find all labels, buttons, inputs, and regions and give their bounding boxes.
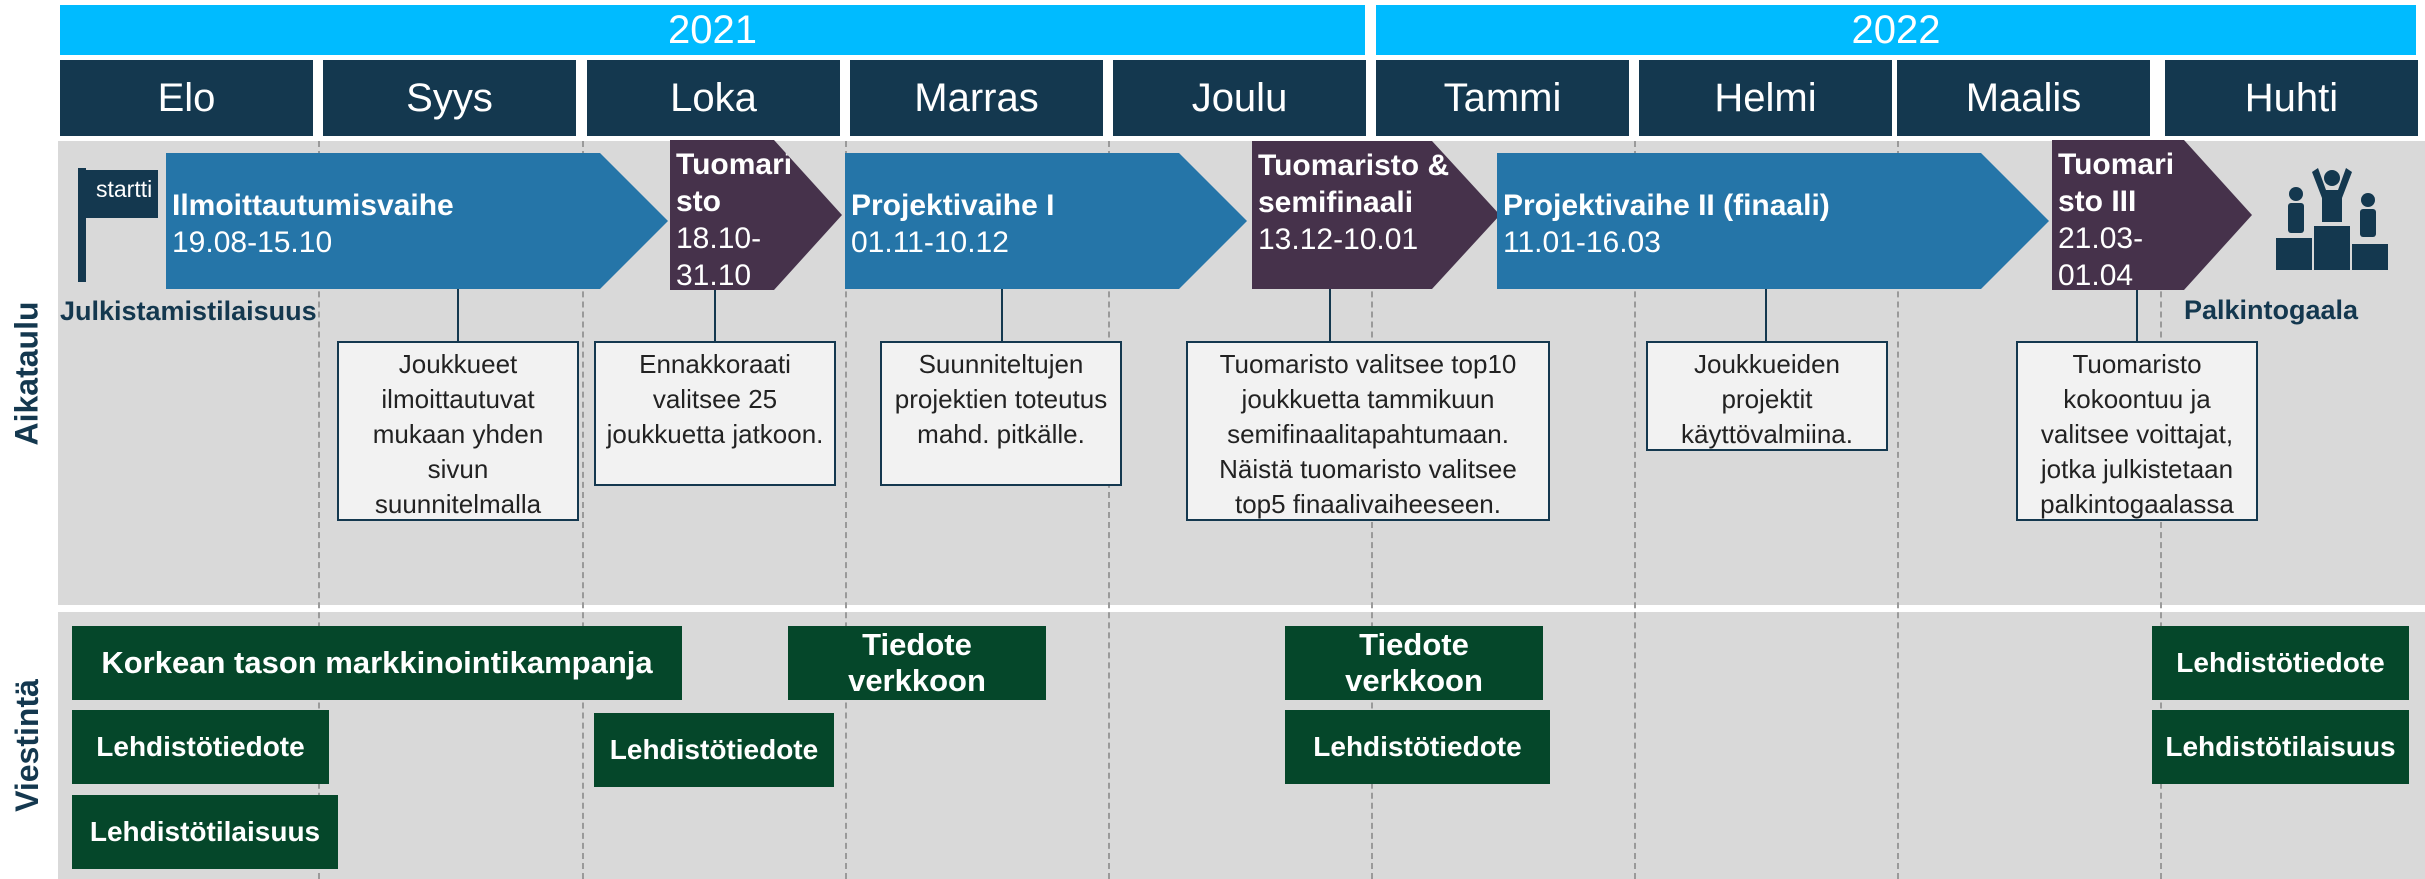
web-release-box: Tiedote verkkoon bbox=[1285, 626, 1543, 700]
phase-note: Ennakkoraati valitsee 25 joukkuetta jatk… bbox=[594, 341, 836, 486]
flag-label: startti bbox=[96, 176, 153, 202]
phase-note: Tuomaristo valitsee top10 joukkuetta tam… bbox=[1186, 341, 1550, 521]
connector-line bbox=[1001, 289, 1003, 341]
podium-icon bbox=[2272, 164, 2392, 276]
flag-icon bbox=[76, 166, 161, 284]
month-header: Helmi bbox=[1639, 60, 1892, 136]
connector-line bbox=[457, 289, 459, 341]
phase-dates: 18.10-31.10 bbox=[676, 222, 762, 292]
phase-title: Ilmoittautumisvaihe bbox=[172, 189, 454, 222]
phase-title: Tuomari sto bbox=[676, 148, 793, 218]
year-2022-header: 2022 bbox=[1376, 5, 2416, 55]
row-label-schedule: Aikataulu bbox=[9, 300, 45, 446]
press-conference-box: Lehdistötilaisuus bbox=[72, 795, 338, 869]
phase-title: Tuomari sto III bbox=[2058, 148, 2175, 218]
phase-dates: 11.01-16.03 bbox=[1503, 226, 1661, 259]
connector-line bbox=[714, 290, 716, 341]
month-divider bbox=[318, 141, 320, 879]
month-divider bbox=[1897, 141, 1899, 879]
month-divider bbox=[1108, 141, 1110, 879]
phase-note: Joukkueiden projektit käyttövalmiina. bbox=[1646, 341, 1888, 451]
month-header: Maalis bbox=[1897, 60, 2150, 136]
month-header: Loka bbox=[587, 60, 840, 136]
phase-dates: 13.12-10.01 bbox=[1258, 223, 1419, 256]
phase-dates: 21.03-01.04 bbox=[2058, 222, 2144, 292]
connector-line bbox=[2136, 290, 2138, 341]
press-release-box: Lehdistötiedote bbox=[1285, 710, 1550, 784]
connector-line bbox=[1329, 289, 1331, 341]
press-release-box: Lehdistötiedote bbox=[72, 710, 329, 784]
phase-registration: Ilmoittautumisvaihe 19.08-15.10 bbox=[166, 153, 668, 289]
phase-title: Projektivaihe I bbox=[851, 189, 1055, 222]
web-release-box: Tiedote verkkoon bbox=[788, 626, 1046, 700]
month-header: Huhti bbox=[2165, 60, 2418, 136]
month-header: Syys bbox=[323, 60, 576, 136]
connector-line bbox=[1765, 289, 1767, 341]
press-release-box: Lehdistötiedote bbox=[594, 713, 834, 787]
row-label-communication: Viestintä bbox=[9, 679, 46, 812]
month-header: Elo bbox=[60, 60, 313, 136]
press-release-box: Lehdistötiedote bbox=[2152, 626, 2409, 700]
phase-jury-3: Tuomari sto III 21.03-01.04 bbox=[2052, 140, 2252, 290]
phase-note: Suunniteltujen projektien toteutus mahd.… bbox=[880, 341, 1122, 486]
launch-event-caption: Julkistamistilaisuus bbox=[60, 296, 317, 326]
month-header: Tammi bbox=[1376, 60, 1629, 136]
phase-title: Projektivaihe II (finaali) bbox=[1503, 189, 1830, 222]
phase-title: Tuomaristo & semifinaali bbox=[1258, 149, 1450, 219]
month-divider bbox=[582, 141, 584, 879]
phase-project-1: Projektivaihe I 01.11-10.12 bbox=[845, 153, 1247, 289]
phase-note: Joukkueet ilmoittautuvat mukaan yhden si… bbox=[337, 341, 579, 521]
phase-dates: 19.08-15.10 bbox=[172, 226, 333, 259]
month-divider bbox=[845, 141, 847, 879]
press-conference-box: Lehdistötilaisuus bbox=[2152, 710, 2409, 784]
phase-dates: 01.11-10.12 bbox=[851, 226, 1009, 259]
phase-note: Tuomaristo kokoontuu ja valitsee voittaj… bbox=[2016, 341, 2258, 521]
award-gala-caption: Palkintogaala bbox=[2184, 295, 2359, 325]
marketing-campaign-box: Korkean tason markkinointikampanja bbox=[72, 626, 682, 700]
phase-project-2: Projektivaihe II (finaali) 11.01-16.03 bbox=[1497, 153, 2049, 289]
month-header: Marras bbox=[850, 60, 1103, 136]
month-divider bbox=[1634, 141, 1636, 879]
month-header: Joulu bbox=[1113, 60, 1366, 136]
year-2021-header: 2021 bbox=[60, 5, 1365, 55]
